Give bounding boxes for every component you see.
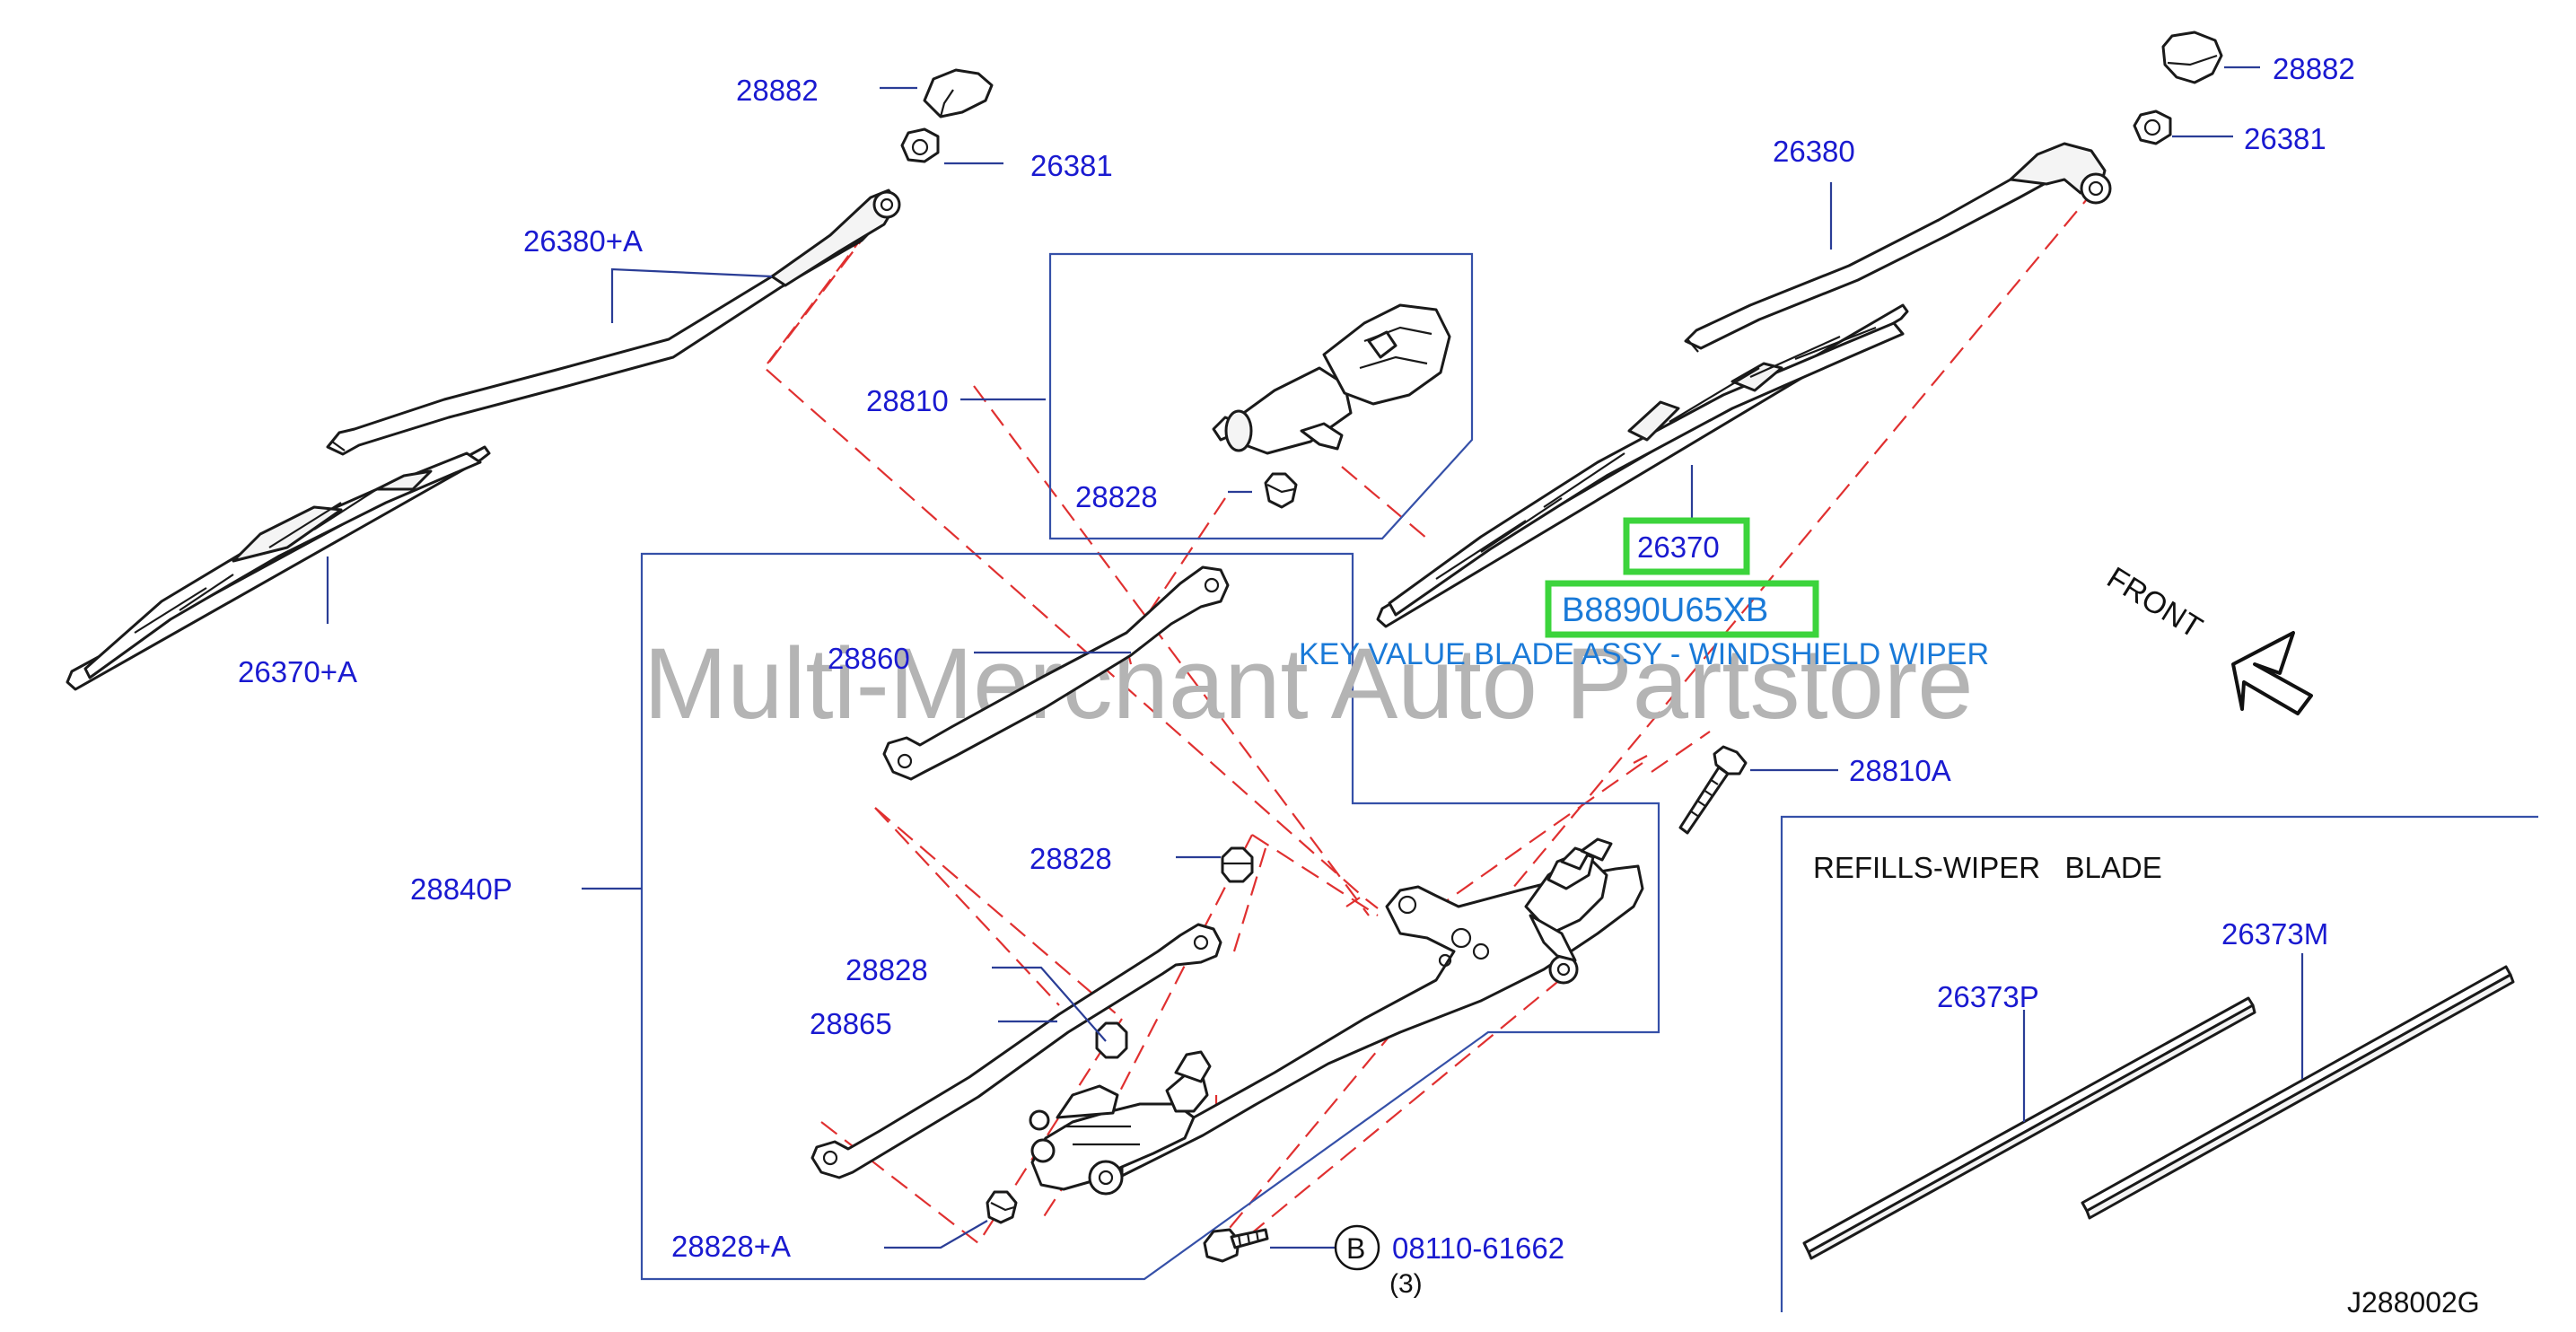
motor-box	[1048, 252, 1474, 540]
callout-28810: 28810	[866, 384, 949, 417]
callout-26373p: 26373P	[1937, 980, 2039, 1013]
callout-28828a: 28828+A	[671, 1230, 791, 1263]
bolt-circle-b-icon	[1334, 1224, 1380, 1271]
callout-28865: 28865	[810, 1007, 892, 1040]
callout-28882-left: 28882	[736, 74, 819, 107]
bolt-circle-letter: B	[1346, 1232, 1365, 1265]
bolt-28810a	[1678, 745, 1748, 835]
link-rod-28865	[810, 923, 1222, 1179]
component-boxes	[640, 252, 2538, 1312]
highlight-description: KEY VALUE BLADE ASSY - WINDSHIELD WIPER	[1299, 637, 1989, 671]
watermark: Multi-Merchant Auto Partstore	[644, 627, 1973, 740]
right-cap-and-nut	[2133, 31, 2223, 145]
callout-26373m: 26373M	[2221, 917, 2328, 951]
refill-strips	[1802, 965, 2515, 1260]
wiper-motor	[1212, 303, 1451, 455]
callout-28860: 28860	[828, 642, 910, 675]
linkage-frame	[1029, 837, 1644, 1196]
highlight-oem-code: B8890U65XB	[1562, 592, 1768, 629]
right-wiper-blade	[1376, 303, 1909, 628]
leader-lines	[326, 66, 2304, 1249]
callout-28828-low: 28828	[846, 953, 928, 986]
highlight-part-number: 26370	[1637, 530, 1720, 564]
callout-26381-right: 26381	[2244, 122, 2326, 155]
front-arrow-icon	[2231, 631, 2313, 715]
callout-labels: 28882 26381 26380+A 26370+A 28810 28828 …	[238, 52, 2355, 1299]
bushings	[986, 846, 1254, 1224]
callout-26381-left: 26381	[1030, 149, 1113, 182]
highlight-box-part-number	[1623, 517, 1750, 575]
callout-28840p: 28840P	[410, 872, 513, 906]
front-label: FRONT	[2101, 561, 2208, 645]
highlighted-part: 26370 B8890U65XB KEY VALUE BLADE ASSY - …	[1299, 517, 1989, 671]
link-rod-28860	[882, 565, 1230, 781]
callout-28828-motor: 28828	[1075, 480, 1158, 513]
linkage-box	[640, 552, 1660, 1281]
callout-26380a: 26380+A	[523, 224, 643, 258]
callout-26370a: 26370+A	[238, 655, 357, 688]
callout-28882-right: 28882	[2273, 52, 2355, 85]
callout-08110: 08110-61662	[1392, 1231, 1564, 1265]
callout-28810a: 28810A	[1849, 754, 1951, 787]
right-wiper-arm	[1684, 142, 2112, 353]
bolt-quantity: (3)	[1389, 1269, 1423, 1299]
diagram-code: J288002G	[2347, 1286, 2480, 1319]
refills-title: REFILLS-WIPER BLADE	[1813, 851, 2162, 884]
callout-28828-mid: 28828	[1030, 842, 1112, 875]
grommet-motor	[1264, 472, 1298, 509]
left-cap-and-nut	[900, 68, 994, 163]
left-wiper-arm	[326, 188, 901, 456]
bolt-08110	[1203, 1228, 1269, 1263]
refills-box	[1780, 815, 2538, 1312]
callout-26380: 26380	[1773, 135, 1855, 168]
left-wiper-blade	[66, 445, 491, 691]
highlight-box-oem-code	[1545, 580, 1819, 638]
